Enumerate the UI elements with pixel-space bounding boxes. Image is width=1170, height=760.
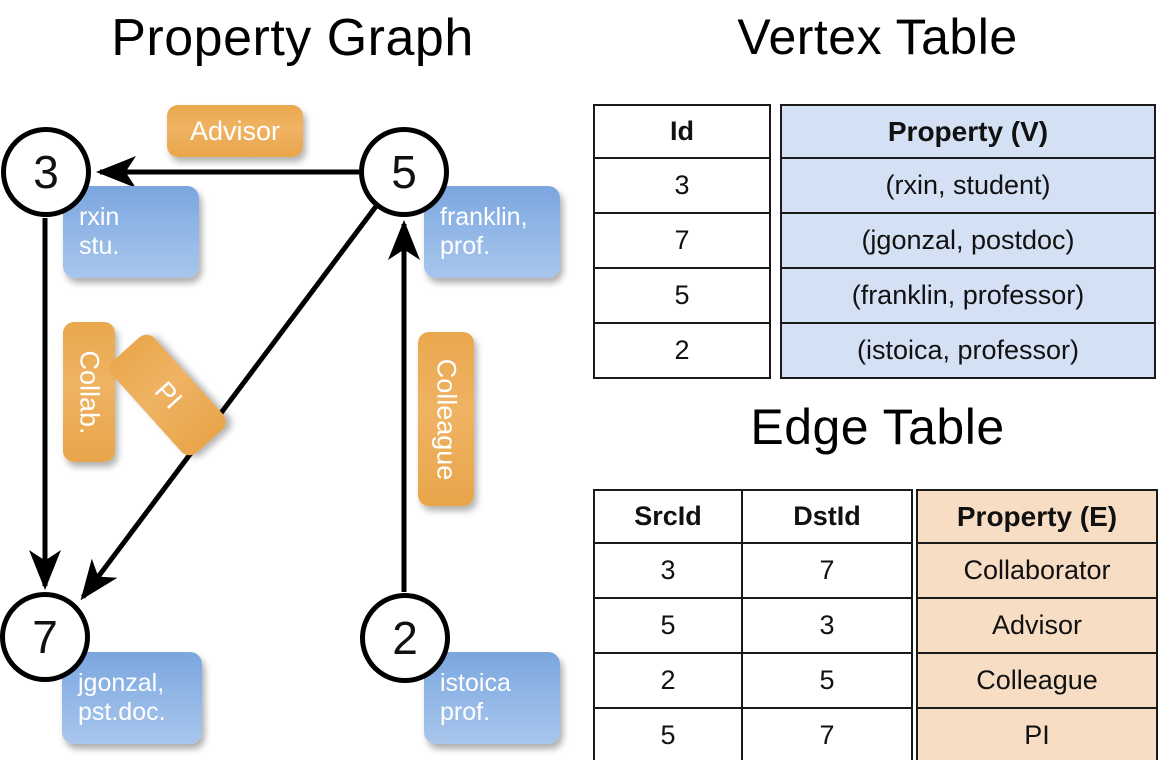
edge-table-property-column: Property (E) Collaborator Advisor Collea… <box>916 489 1158 760</box>
table-row: 5 <box>593 599 743 654</box>
vertex-property-bubble-7: jgonzal, pst.doc. <box>62 652 202 744</box>
graph-node-3[interactable]: 3 <box>1 127 91 217</box>
table-row: Colleague <box>916 654 1158 709</box>
table-row: (istoica, professor) <box>780 324 1156 379</box>
edge-table-srcid-column: SrcId 3 5 2 5 <box>593 489 743 760</box>
graph-node-2[interactable]: 2 <box>360 593 450 683</box>
table-row: 5 <box>741 654 913 709</box>
edge-table-header-srcid: SrcId <box>593 489 743 544</box>
vertex-table: Id 3 7 5 2 Property (V) (rxin, student) … <box>593 104 1156 379</box>
table-row: 2 <box>593 324 771 379</box>
graph-edges-layer <box>29 156 420 601</box>
vertex-table-property-column: Property (V) (rxin, student) (jgonzal, p… <box>780 104 1156 379</box>
table-row: 3 <box>593 544 743 599</box>
vertex-table-header-property: Property (V) <box>780 104 1156 159</box>
table-row: Advisor <box>916 599 1158 654</box>
graph-node-5[interactable]: 5 <box>359 127 449 217</box>
edge-5-to-7 <box>80 203 379 601</box>
edge-label-pi-text: PI <box>148 375 189 415</box>
vertex-table-header-id: Id <box>593 104 771 159</box>
vertex-table-id-column: Id 3 7 5 2 <box>593 104 771 379</box>
table-row: 7 <box>741 709 913 760</box>
table-row: Collaborator <box>916 544 1158 599</box>
table-row: 7 <box>741 544 913 599</box>
vertex-property-bubble-2: istoica prof. <box>424 652 560 744</box>
edge-table-dstid-column: DstId 7 3 5 7 <box>741 489 913 760</box>
table-row: 7 <box>593 214 771 269</box>
edge-label-collab-text: Collab. <box>74 349 105 435</box>
page-title-vertex-table: Vertex Table <box>737 9 1018 65</box>
edge-table: SrcId 3 5 2 5 DstId 7 3 5 7 Property (E)… <box>593 489 1158 760</box>
table-row: (franklin, professor) <box>780 269 1156 324</box>
table-row: (rxin, student) <box>780 159 1156 214</box>
table-row: 5 <box>593 269 771 324</box>
table-row: (jgonzal, postdoc) <box>780 214 1156 269</box>
edge-table-header-property: Property (E) <box>916 489 1158 544</box>
page-title-edge-table: Edge Table <box>750 399 1005 455</box>
edge-label-advisor-text: Advisor <box>189 115 281 146</box>
table-row: 2 <box>593 654 743 709</box>
edge-label-colleague-text: Colleague <box>431 358 462 480</box>
page-title-property-graph: Property Graph <box>111 9 474 67</box>
vertex-property-bubble-3: rxin stu. <box>63 186 199 278</box>
vertex-property-bubble-5: franklin, prof. <box>424 186 560 278</box>
table-row: 5 <box>593 709 743 760</box>
edge-table-header-dstid: DstId <box>741 489 913 544</box>
table-row: 3 <box>593 159 771 214</box>
edge-label-colleague: Colleague <box>418 332 474 506</box>
edge-label-collab: Collab. <box>63 322 115 462</box>
table-row: PI <box>916 709 1158 760</box>
table-row: 3 <box>741 599 913 654</box>
edge-label-advisor: Advisor <box>167 105 303 157</box>
graph-node-7[interactable]: 7 <box>0 592 90 682</box>
property-graph-diagram: rxin stu. franklin, prof. jgonzal, pst.d… <box>0 105 560 744</box>
